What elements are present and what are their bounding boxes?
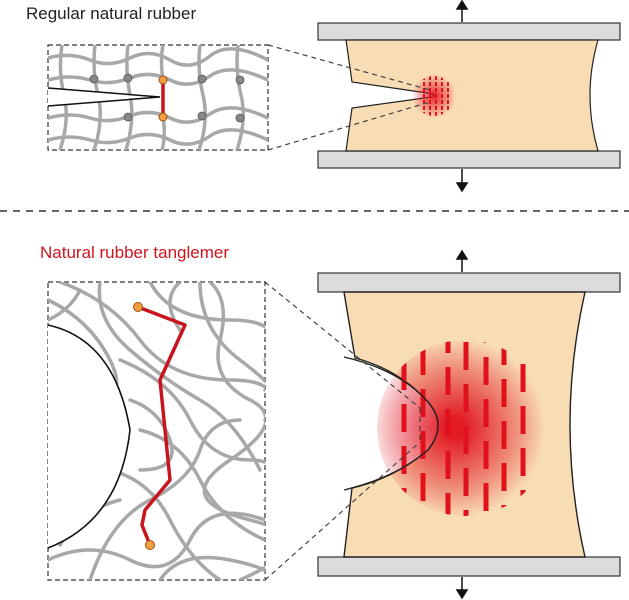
bottom-inset-network — [47, 281, 266, 581]
bottom-force-arrows — [455, 249, 469, 600]
top-grip-upper — [317, 22, 621, 41]
bottom-stretched-chain — [137, 305, 187, 546]
regular-rubber-title: Regular natural rubber — [26, 4, 197, 23]
bottom-grip-lower — [317, 556, 621, 577]
top-force-arrows — [455, 0, 469, 193]
bottom-specimen — [264, 249, 621, 600]
bottom-crack — [48, 282, 130, 580]
bottom-zoom-lines — [264, 281, 421, 581]
top-grip-lower — [317, 150, 621, 169]
top-zoom-lines — [267, 44, 431, 151]
bottom-stress-glow — [377, 340, 545, 516]
bottom-grip-upper — [317, 272, 621, 293]
top-inset-network — [47, 44, 269, 151]
top-rubber-body — [345, 39, 599, 152]
top-specimen — [267, 0, 621, 193]
top-stress-glow — [412, 74, 456, 118]
top-crack — [47, 87, 161, 107]
tanglemer-title: Natural rubber tanglemer — [40, 243, 229, 262]
